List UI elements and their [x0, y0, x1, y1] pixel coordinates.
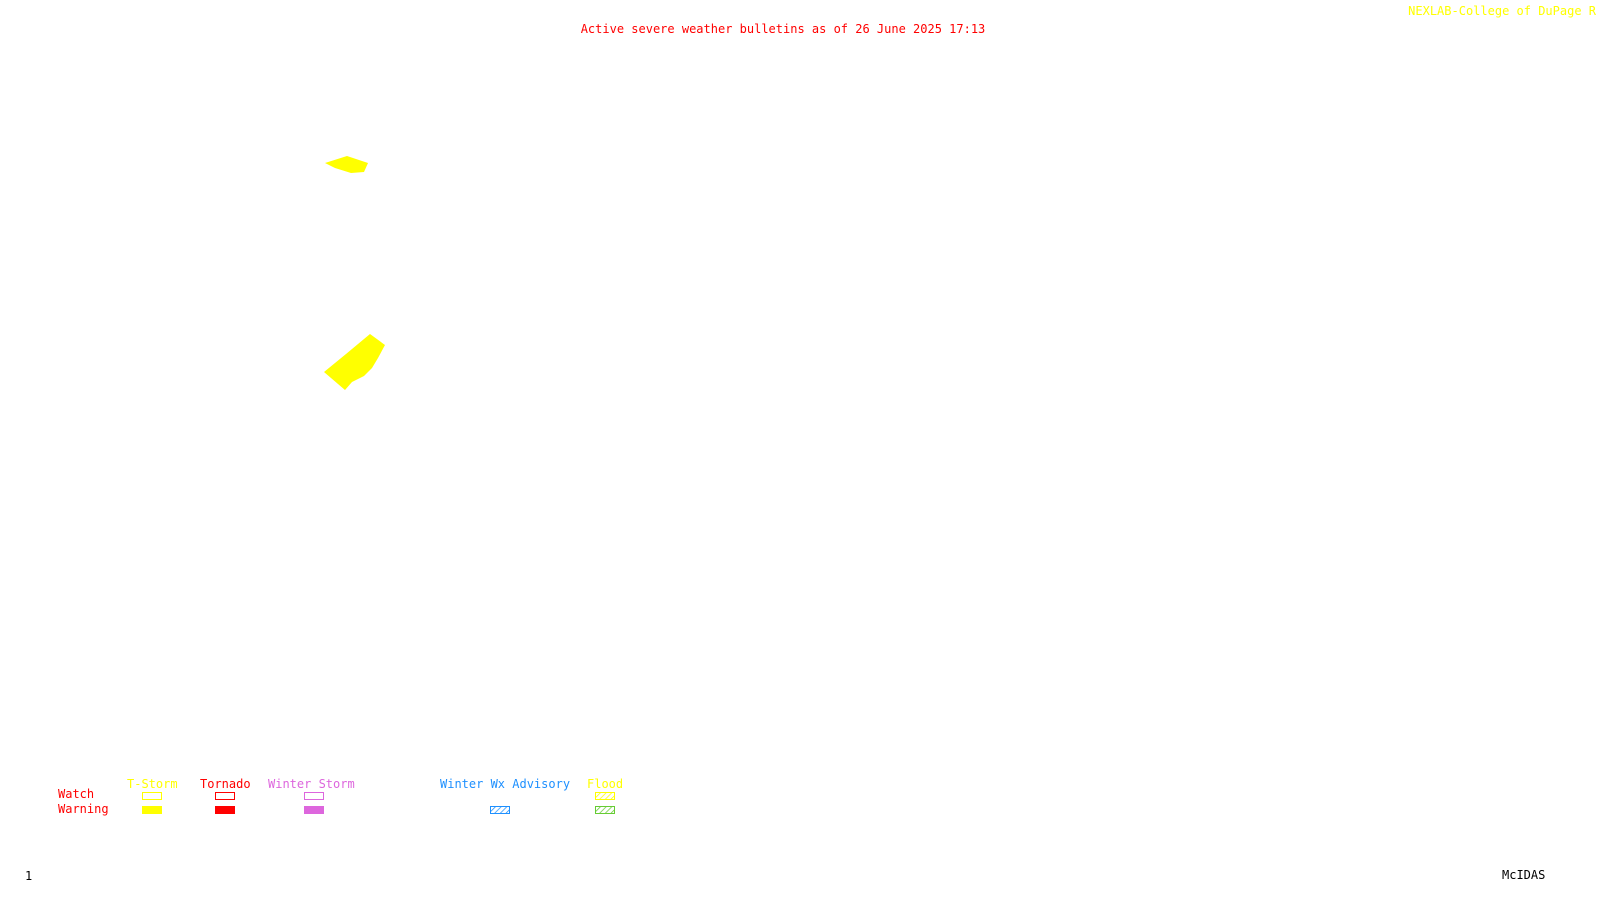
frame-number: 1: [25, 869, 33, 883]
credit-label: NEXLAB-College of DuPage R: [1408, 4, 1596, 18]
legend-winter-storm-warning-swatch: [304, 806, 324, 814]
legend-winter-storm-label: Winter Storm: [268, 777, 355, 791]
tstorm-warning-polygon: [325, 156, 368, 173]
legend-watch-label: Watch: [58, 787, 95, 801]
legend-winter-storm-watch-swatch: [304, 792, 324, 800]
legend-tornado-watch-swatch: [215, 792, 235, 800]
legend-tornado-warning-swatch: [215, 806, 235, 814]
bulletin-title: Active severe weather bulletins as of 26…: [580, 22, 986, 36]
tstorm-warning-polygon: [324, 334, 385, 390]
legend-tstorm-watch-swatch: [142, 792, 162, 800]
legend-flood-label: Flood: [587, 777, 624, 791]
legend-tstorm-warning-swatch: [142, 806, 162, 814]
legend-warning-label: Warning: [58, 802, 109, 816]
legend-winter-wx-advisory-swatch: [490, 806, 510, 814]
legend-tstorm-label: T-Storm: [127, 777, 178, 791]
legend-winter-wx-advisory-label: Winter Wx Advisory: [440, 777, 571, 791]
legend-flood-warning-swatch: [595, 806, 615, 814]
legend-tornado-label: Tornado: [200, 777, 251, 791]
software-label: McIDAS: [1502, 868, 1546, 882]
legend-flood-watch-swatch: [595, 792, 615, 800]
